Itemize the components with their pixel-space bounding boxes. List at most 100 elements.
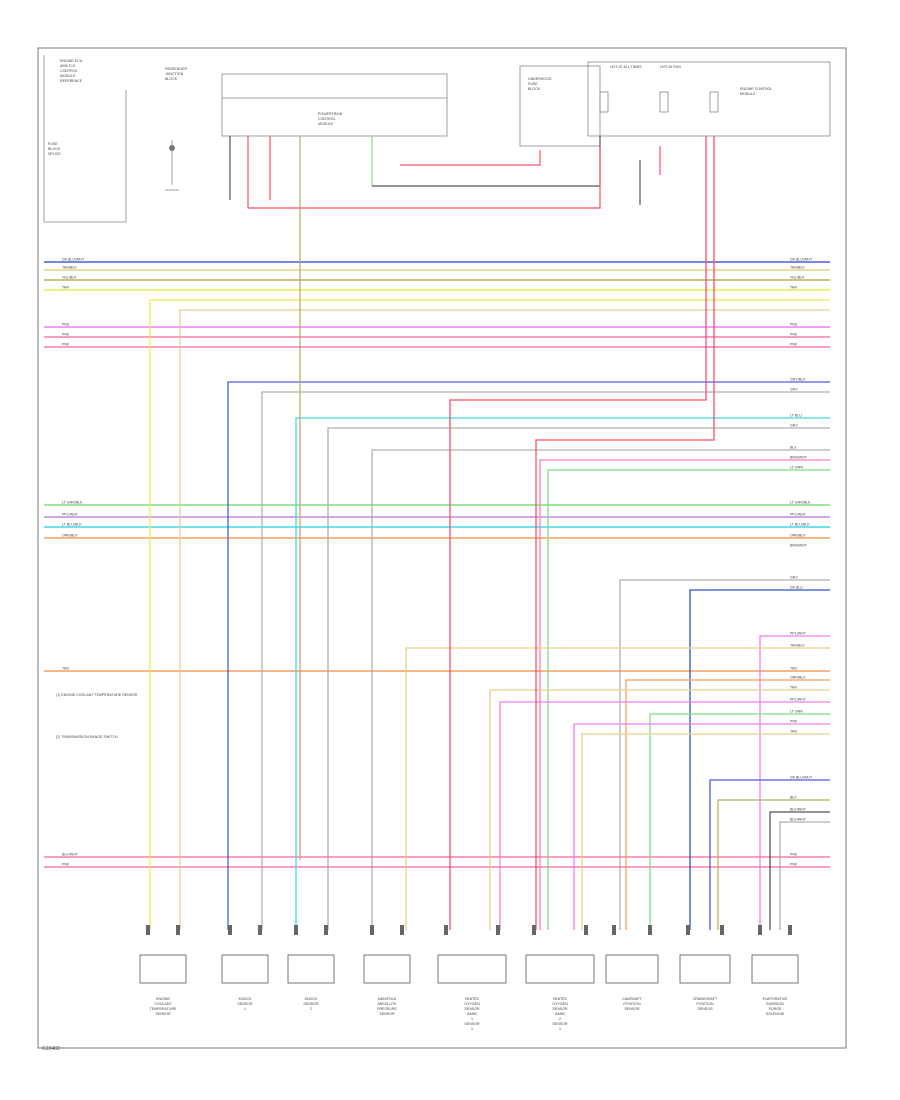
wire-cyan-ks2 [295, 417, 830, 930]
component-label: SENSOR [155, 1012, 171, 1016]
label-fuse-left-2: SPLICE [48, 152, 61, 156]
wire-grey-cmp [619, 579, 830, 930]
wire-label-left: BLK/WHT [62, 853, 79, 857]
component-label: KNOCK [239, 997, 252, 1001]
wire-label-right: LT BLU/BLK [790, 523, 810, 527]
wire-label-right: BLK [790, 446, 797, 450]
component-label: OXYGEN [552, 1002, 568, 1006]
component-label: COOLANT [154, 1002, 172, 1006]
wire-grey-map [371, 449, 830, 930]
component-label: SENSOR [552, 1022, 568, 1026]
wire-yellow-ect [149, 299, 830, 930]
wire-grey-evap [779, 821, 830, 930]
wire-label-right: GRY [790, 424, 798, 428]
wire-blue-ckp [689, 589, 830, 930]
wire-label-right: ORN/BLK [790, 676, 806, 680]
component-label: SENSOR [379, 1012, 395, 1016]
wire-grey-ks2 [327, 427, 830, 930]
wire-label-right: BLK [790, 796, 797, 800]
wire-black-evap [769, 811, 830, 930]
label-top-mid-2: BLOCK [165, 77, 178, 81]
wire-label-right: PPL/WHT [790, 632, 807, 636]
wire-label-left: TAN [62, 667, 69, 671]
wire-label-right: TAN [790, 667, 797, 671]
wire-pink-ho2s [539, 459, 830, 930]
note-1: (1) ENGINE COOLANT TEMPERATURE SENSOR [56, 693, 138, 697]
label-top-left-1: ABS/TCS [60, 64, 76, 68]
wire-label-right: TAN [790, 730, 797, 734]
component-label: SENSOR [464, 1007, 480, 1011]
component-label: 1 [471, 1017, 473, 1021]
label-right-top-0: HOT AT ALL TIMES [610, 65, 642, 69]
component-label: TEMPERATURE [150, 1007, 177, 1011]
component-label: 2 [310, 1007, 312, 1011]
wire-green-ho2s [547, 469, 830, 930]
label-top-left-2: CONTROL [60, 69, 78, 73]
footer-code: G10402 [42, 1046, 60, 1052]
wire-red-ho2s1 [449, 136, 707, 930]
wire-labels: DK BLU/WHTTAN/BLKYEL/BLKTANPNKPNKPNKGRY/… [62, 258, 813, 867]
wire-label-right: TAN [790, 286, 797, 290]
component-label: 1 [559, 1027, 561, 1031]
wire-label-left: PNK [62, 323, 70, 327]
label-mid-block-0: POWERTRAIN [318, 112, 343, 116]
note-2: (2) TRANSMISSION RANGE SWITCH [56, 735, 118, 739]
component-label: HEATED [465, 997, 480, 1001]
label-right-top-1: HOT IN RUN [660, 65, 681, 69]
wire-label-right: PNK [790, 333, 798, 337]
wire-label-right: PNK [790, 323, 798, 327]
label-fuse-left-1: BLOCK [48, 147, 61, 151]
component-label: BANK [555, 1012, 565, 1016]
component-label: EVAPORATIVE [763, 997, 788, 1001]
wire-label-left: PNK [62, 333, 70, 337]
component-label: EMISSION [766, 1002, 784, 1006]
label-fuse-box-1: FUSE [528, 82, 538, 86]
wire-magenta-ho2s [499, 701, 830, 930]
wire-label-right: PNK [790, 853, 798, 857]
wire-tan-map [405, 647, 830, 930]
component-label: POSITION [623, 1002, 641, 1006]
wire-label-right: LT GRN [790, 710, 803, 714]
component-label: CRANKSHAFT [693, 997, 718, 1001]
wire-label-right: PPL/WHT [790, 698, 807, 702]
wire-label-right: GRY/BLK [790, 378, 806, 382]
label-top-mid-0: PASSENGER [165, 67, 188, 71]
wire-label-left: TAN/BLK [62, 266, 77, 270]
component-row: ENGINECOOLANTTEMPERATURESENSORKNOCKSENSO… [139, 925, 799, 1031]
wire-label-right: LT BLU [790, 414, 802, 418]
wire-label-right: BLK/WHT [790, 808, 807, 812]
wire-label-right: DK BLU/WHT [790, 776, 813, 780]
wire-label-right: TAN/BLK [790, 266, 805, 270]
label-fuse-left-0: FUSE [48, 142, 58, 146]
wire-label-right: PNK [790, 343, 798, 347]
wire-label-left: TAN [62, 286, 69, 290]
wire-label-right: BRN/WHT [790, 456, 808, 460]
left-notes: (1) ENGINE COOLANT TEMPERATURE SENSOR (2… [56, 693, 138, 739]
wire-tan-ho2s [489, 689, 830, 930]
component-label: PRESSURE [377, 1007, 397, 1011]
wire-orange-cmp [625, 679, 830, 930]
label-top-left-3: MODULE [60, 74, 76, 78]
component-label: SOLENOID [766, 1012, 785, 1016]
label-top-left-4: REFERENCE [60, 79, 83, 83]
component-label: PURGE [769, 1007, 782, 1011]
label-right-top-3: MODULE [740, 92, 756, 96]
wire-label-right: GRY [790, 388, 798, 392]
component-label: 1 [244, 1007, 246, 1011]
component-label: SENSOR [303, 1002, 319, 1006]
component-label: BANK [467, 1012, 477, 1016]
wire-blue-ks1 [227, 381, 830, 930]
component-label: ABSOLUTE [377, 1002, 397, 1006]
diagram-border [37, 47, 847, 1049]
component-label: SENSOR [237, 1002, 253, 1006]
wire-label-right: GRY [790, 576, 798, 580]
wire-green-cmp [649, 713, 830, 930]
wire-label-left: LT BLU/BLK [62, 523, 82, 527]
